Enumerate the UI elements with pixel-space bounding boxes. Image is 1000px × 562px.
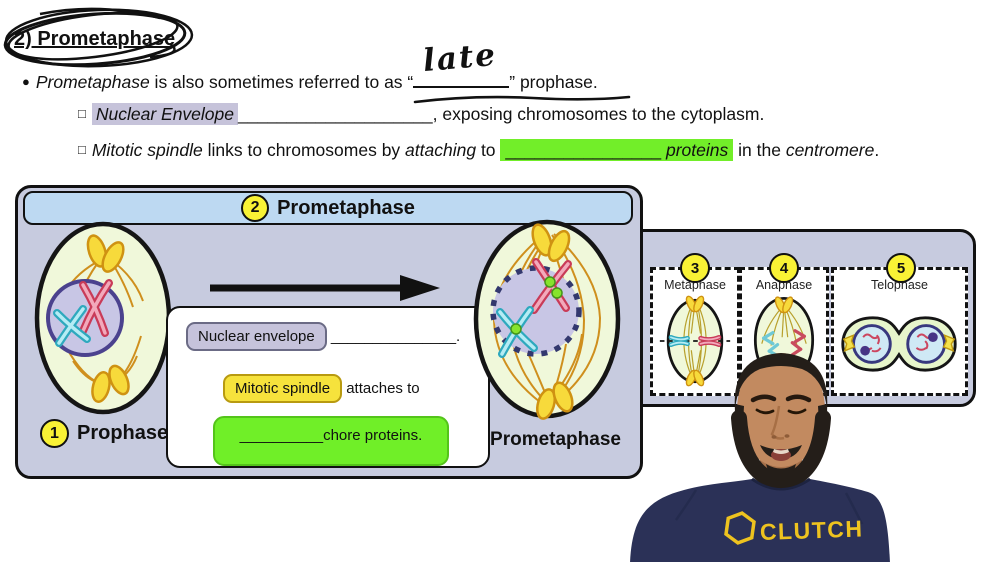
bullet-late-prophase: ●Prometaphase is also sometimes referred… <box>22 36 598 92</box>
bullet-nuclear-envelope: □Nuclear Envelope____________________, e… <box>78 103 765 125</box>
fill-blank: ________________ <box>505 140 666 160</box>
notes-box: Nuclear envelope _______________. Mitoti… <box>166 306 490 468</box>
telophase-number-badge: 5 <box>886 253 916 283</box>
page-title: 2) Prometaphase <box>14 28 176 50</box>
metaphase-label: Metaphase <box>664 278 726 292</box>
telophase-cell <box>841 316 957 372</box>
metaphase-cell <box>659 295 731 387</box>
note-row-nuclear-envelope: Nuclear envelope _______________. <box>186 322 460 351</box>
answer-blank: late <box>413 37 510 88</box>
title-circle-doodle <box>3 7 194 68</box>
mitotic-spindle-pill: Mitotic spindle <box>223 374 343 403</box>
hand-underline-doodle <box>413 95 631 104</box>
fill-blank: ____________________ <box>238 104 433 124</box>
telophase-box: Telophase <box>831 267 968 396</box>
telophase-label: Telophase <box>871 278 928 292</box>
prometaphase-cell <box>473 219 621 420</box>
bullet-icon: ● <box>22 74 30 89</box>
note-blank: _______________. <box>330 328 461 345</box>
prophase-caption: 1 Prophase <box>40 419 168 448</box>
square-bullet-icon: □ <box>78 106 86 121</box>
instructor-webcam: CLUTCH <box>630 353 890 562</box>
arrow-right-icon <box>210 275 440 301</box>
nuclear-envelope-pill: Nuclear envelope <box>186 322 327 351</box>
header-label: Prometaphase <box>277 196 415 219</box>
prometaphase-label: Prometaphase <box>490 429 621 450</box>
note-row-mitotic-spindle: Mitotic spindle attaches to <box>223 374 420 403</box>
prophase-number-badge: 1 <box>40 419 69 448</box>
shirt-brand-text: CLUTCH <box>759 515 863 545</box>
green-answer-highlight: ________________ proteins <box>500 139 734 161</box>
metaphase-number-badge: 3 <box>680 253 710 283</box>
anaphase-number-badge: 4 <box>769 253 799 283</box>
bullet-mitotic-spindle: □Mitotic spindle links to chromosomes by… <box>78 139 880 161</box>
note-row-kinetochore: __________chore proteins. <box>213 416 449 466</box>
prophase-label: Prophase <box>77 422 169 444</box>
square-bullet-icon: □ <box>78 142 86 157</box>
prometaphase-diagram-box: 2 Prometaphase <box>15 185 643 479</box>
header-number-badge: 2 <box>241 194 270 222</box>
handwritten-answer: late <box>421 36 499 80</box>
diagram-header: 2 Prometaphase <box>23 191 633 225</box>
anaphase-label: Anaphase <box>755 278 813 292</box>
metaphase-box: Metaphase <box>650 267 740 396</box>
nuclear-envelope-highlight: Nuclear Envelope <box>91 103 238 125</box>
prophase-cell <box>34 221 172 415</box>
kinetochore-answer-pill: __________chore proteins. <box>213 416 449 466</box>
